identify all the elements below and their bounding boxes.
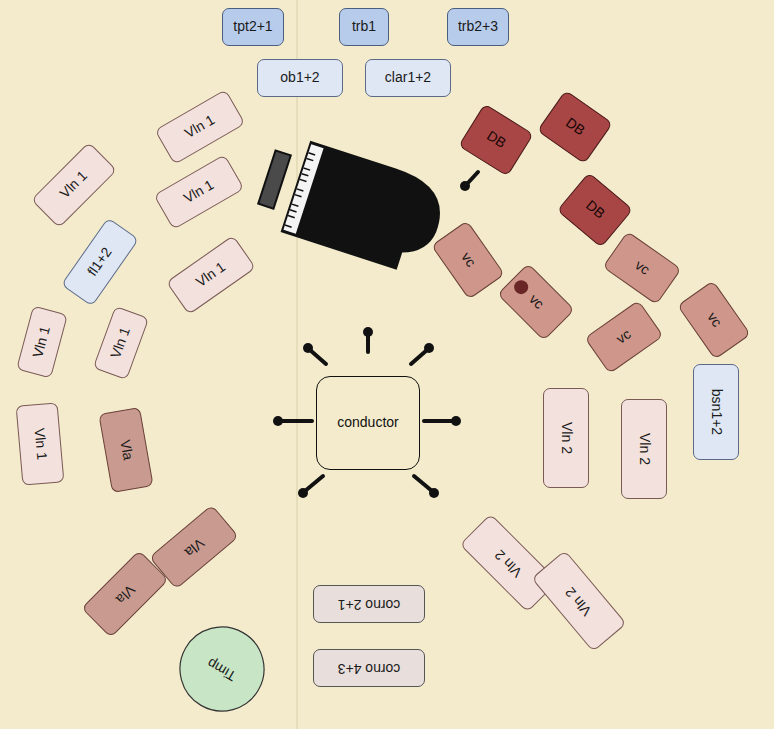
section-label: Vla [181,535,206,560]
piano-symbol [252,131,451,277]
section-label: Vln 1 [30,325,53,360]
section-label: Vln 1 [182,112,217,141]
section-box: Vln 1 [153,154,244,230]
section-box: Vla [98,407,153,493]
section-box: Vln 2 [621,399,667,499]
section-label: Vln 1 [194,260,229,291]
section-box: trb1 [339,8,389,46]
marker-dot [510,276,533,299]
section-label: clar1+2 [385,70,431,85]
section-label: DB [563,115,588,139]
section-label: Vla [117,439,136,462]
section-box: vc [497,263,575,341]
section-box: Vln 1 [16,305,68,378]
section-label: vc [632,258,652,279]
section-box: DB [557,172,634,248]
section-label: ob1+2 [280,70,319,85]
section-box: corno 2+1 [313,585,425,623]
section-box: DB [537,90,613,164]
section-box: trb2+3 [447,8,509,46]
section-label: trb1 [352,19,376,34]
section-label: trb2+3 [458,19,498,34]
section-label: Vla [112,581,137,606]
section-label: DB [583,198,608,222]
section-label: Vln 2 [563,584,595,618]
section-box: DB [458,103,534,176]
section-box: vc [584,300,663,374]
section-label: DB [484,128,509,151]
section-box: clar1+2 [365,59,451,97]
section-box: conductor [316,376,420,470]
section-label: Vln 2 [492,546,525,579]
section-label: corno 4+3 [338,660,401,675]
section-label: vc [704,310,725,330]
section-box: corno 4+3 [313,649,425,687]
section-box: Timp [163,610,280,727]
section-label: Vln 1 [57,168,90,201]
section-box: bsn1+2 [693,364,739,460]
section-label: Vln 1 [108,325,133,360]
section-label: vc [526,292,547,313]
section-box: tpt2+1 [222,8,284,46]
section-box: Vln 1 [154,89,245,165]
section-box: Vln 1 [93,306,149,380]
section-box: Vln 2 [543,388,589,488]
section-box: Vln 1 [166,235,256,315]
section-box: Vln 2 [460,514,559,613]
section-box: vc [677,280,751,359]
section-label: fl1+2 [85,245,115,279]
section-box: Vln 2 [531,550,626,652]
section-label: bsn1+2 [708,389,723,435]
section-label: Vln 1 [181,177,216,206]
section-box: fl1+2 [61,218,139,307]
section-label: Vln 2 [558,422,573,454]
fold-line [296,0,298,729]
section-label: vc [614,327,634,348]
section-box: vc [602,231,681,305]
section-label: vc [458,250,479,270]
section-label: Vln 1 [31,427,49,460]
section-box: Vln 1 [31,142,117,228]
section-label: corno 2+1 [338,596,401,611]
section-label: conductor [337,415,398,430]
section-label: tpt2+1 [233,19,272,34]
section-box: ob1+2 [257,59,343,97]
section-label: Vln 2 [636,433,651,465]
section-box: Vln 1 [16,402,65,485]
section-box: vc [431,220,505,299]
